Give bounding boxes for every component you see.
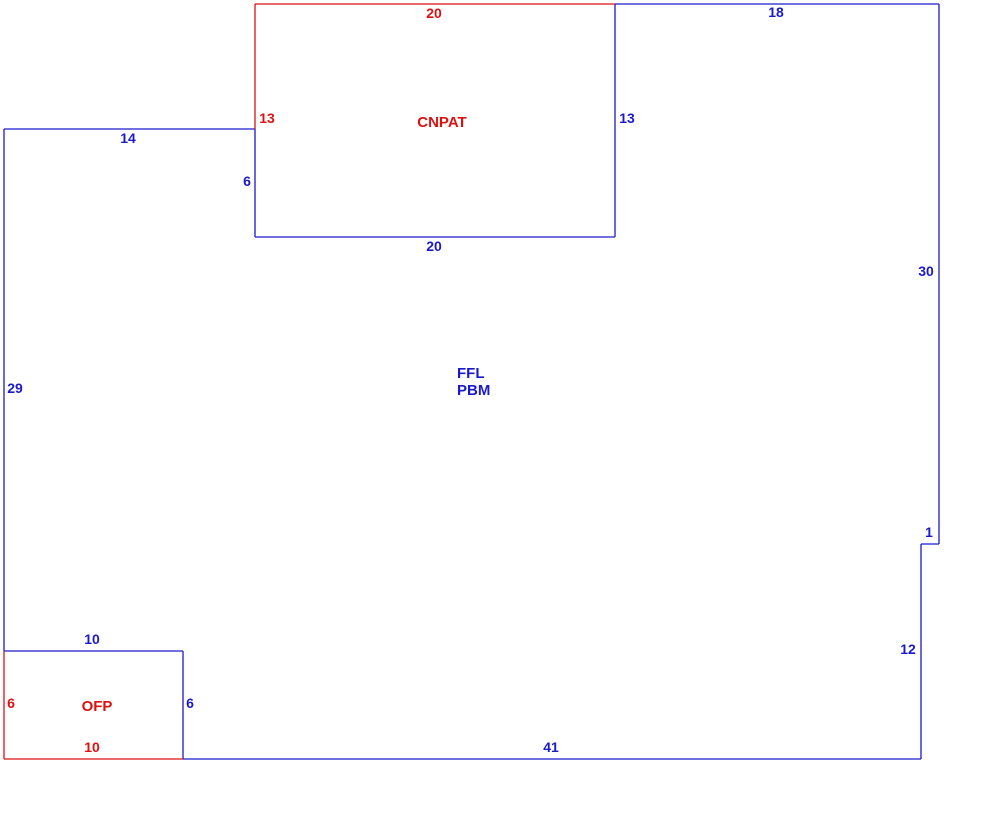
ofp-label: OFP [82, 698, 113, 715]
dim-cnpat-top: 20 [426, 5, 442, 21]
cnpat-outline [254, 3, 615, 129]
cnpat-label: CNPAT [417, 114, 466, 131]
dim-right-lower: 12 [900, 641, 916, 657]
dim-left: 29 [7, 380, 23, 396]
dim-ofp-right: 6 [186, 695, 194, 711]
dim-cnpat-bottom: 20 [426, 238, 442, 254]
dim-ofp-left: 6 [7, 695, 15, 711]
main-area-label-line2: PBM [457, 382, 490, 399]
dim-ofp-bottom: 10 [84, 739, 100, 755]
dim-right-step: 1 [925, 524, 933, 540]
dim-top-right: 18 [768, 4, 784, 20]
dim-notch-left: 6 [243, 173, 251, 189]
ofp-outline [3, 651, 183, 760]
dim-bottom: 41 [543, 739, 559, 755]
dim-cnpat-left: 13 [259, 110, 275, 126]
main-area-label-line1: FFL [457, 365, 485, 382]
dim-left-top: 14 [120, 130, 136, 146]
dim-ofp-top: 10 [84, 631, 100, 647]
dim-cnpat-right: 13 [619, 110, 635, 126]
main-area-outline [3, 3, 940, 760]
dim-right-upper: 30 [918, 263, 934, 279]
